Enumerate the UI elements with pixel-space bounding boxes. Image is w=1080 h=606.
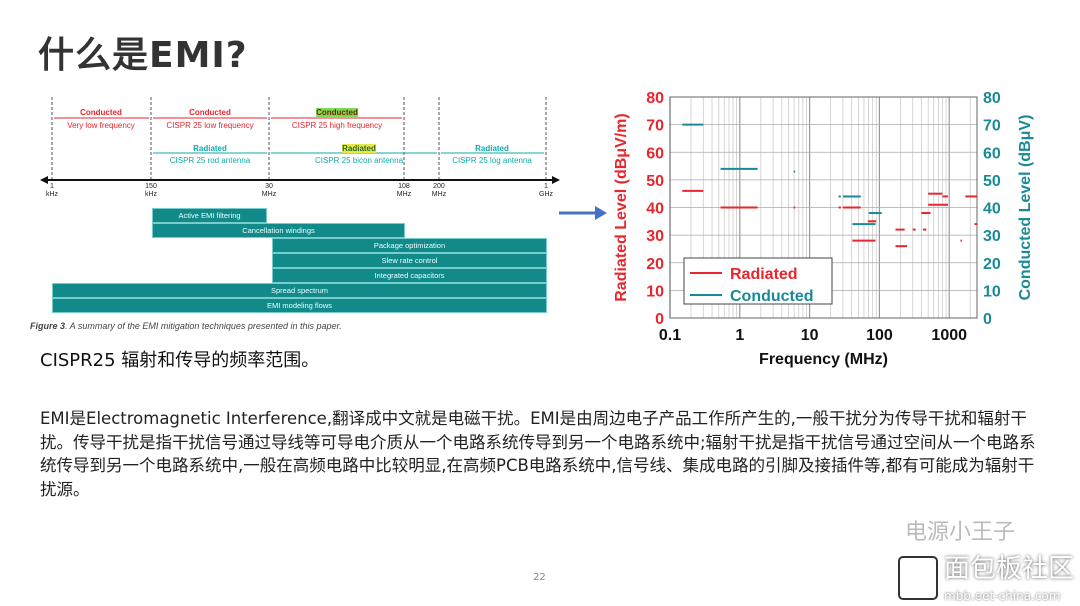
legend-box bbox=[683, 257, 833, 305]
y2-tick-label: 70 bbox=[983, 118, 1001, 135]
tick-unit: MHz bbox=[261, 191, 277, 198]
tick-value: 1 bbox=[50, 183, 54, 190]
watermark-logo bbox=[898, 556, 938, 600]
page-number: 22 bbox=[533, 572, 546, 583]
y-tick-label: 0 bbox=[655, 311, 664, 328]
y-tick-label: 30 bbox=[646, 228, 664, 245]
x-tick-label: 1000 bbox=[931, 327, 967, 344]
body-paragraph: EMI是Electromagnetic Interference,翻译成中文就是… bbox=[40, 409, 1036, 499]
conducted-desc: CISPR 25 low frequency bbox=[166, 121, 254, 130]
watermark-url: mbb.eet-china.com bbox=[944, 589, 1061, 603]
y-tick-label: 20 bbox=[646, 256, 664, 273]
tick-unit: MHz bbox=[431, 191, 447, 198]
plot-frame bbox=[669, 96, 978, 319]
emi-limits-chart: 0 0 10 10 20 20 30 30 40 40 50 50 60 60 70 70 80 80 0.1 1 10… bbox=[613, 90, 1034, 368]
tick-value: 30 bbox=[265, 183, 273, 190]
technique-bar: Slew rate control bbox=[272, 253, 547, 268]
technique-bar: Package optimization bbox=[272, 238, 547, 253]
x-tick-label: 1 bbox=[735, 327, 744, 344]
watermark-author: 电源小王子 bbox=[905, 520, 1016, 545]
watermark-site: 面包板社区 bbox=[944, 554, 1075, 584]
tick-unit: GHz bbox=[539, 191, 553, 198]
y2-tick-label: 50 bbox=[983, 173, 1001, 190]
legend-label: Radiated bbox=[730, 266, 798, 283]
figure-caption: Figure 3. A summary of the EMI mitigatio… bbox=[30, 321, 342, 331]
technique-bar: Active EMI filtering bbox=[152, 208, 267, 223]
tick-value: 108 bbox=[398, 183, 410, 190]
technique-bar: Integrated capacitors bbox=[272, 268, 547, 283]
y2-tick-label: 20 bbox=[983, 256, 1001, 273]
conducted-label: Conducted bbox=[316, 108, 358, 117]
x-tick-label: 100 bbox=[866, 327, 893, 344]
caption-text: . A summary of the EMI mitigation techni… bbox=[65, 321, 342, 331]
tick-unit: kHz bbox=[45, 191, 59, 198]
tick-unit: MHz bbox=[396, 191, 412, 198]
legend-label: Conducted bbox=[730, 288, 814, 305]
y2-tick-label: 30 bbox=[983, 228, 1001, 245]
conducted-desc: Very low frequency bbox=[67, 121, 135, 130]
y-axis-title: Radiated Level (dBμV/m) bbox=[613, 113, 630, 302]
radiated-label: Radiated bbox=[342, 144, 376, 153]
caption-label: Figure 3 bbox=[30, 321, 66, 331]
x-tick-label: 10 bbox=[801, 327, 819, 344]
radiated-label: Radiated bbox=[193, 144, 227, 153]
x-tick-label: 0.1 bbox=[659, 327, 681, 344]
y2-tick-label: 0 bbox=[983, 311, 992, 328]
technique-bar: EMI modeling flows bbox=[52, 298, 547, 313]
y-tick-label: 40 bbox=[646, 201, 664, 218]
y-tick-label: 70 bbox=[646, 118, 664, 135]
y2-tick-label: 60 bbox=[983, 145, 1001, 162]
slide-title: 什么是EMI? bbox=[38, 35, 248, 76]
conducted-label: Conducted bbox=[189, 108, 231, 117]
conducted-label: Conducted bbox=[80, 108, 122, 117]
y-tick-label: 10 bbox=[646, 283, 664, 300]
x-axis-title: Frequency (MHz) bbox=[759, 351, 888, 368]
radiated-desc: CISPR 25 log antenna bbox=[452, 156, 532, 165]
y2-axis-title: Conducted Level (dBμV) bbox=[1017, 115, 1034, 301]
y-tick-label: 50 bbox=[646, 173, 664, 190]
y2-tick-label: 40 bbox=[983, 201, 1001, 218]
technique-bar: Spread spectrum bbox=[52, 283, 547, 298]
tick-value: 1 bbox=[544, 183, 548, 190]
tick-value: 200 bbox=[433, 183, 445, 190]
radiated-desc: CISPR 25 rod antenna bbox=[169, 156, 251, 165]
diagram-lines bbox=[40, 97, 560, 184]
y2-tick-label: 80 bbox=[983, 90, 1001, 107]
y-tick-label: 60 bbox=[646, 145, 664, 162]
y-tick-label: 80 bbox=[646, 90, 664, 107]
subtitle: CISPR25 辐射和传导的频率范围。 bbox=[40, 350, 320, 371]
tick-unit: kHz bbox=[144, 191, 158, 198]
technique-bar: Cancellation windings bbox=[152, 223, 405, 238]
conducted-desc: CISPR 25 high frequency bbox=[291, 121, 383, 130]
radiated-label: Radiated bbox=[475, 144, 509, 153]
y2-tick-label: 10 bbox=[983, 283, 1001, 300]
arrow-right-icon bbox=[559, 206, 607, 220]
radiated-desc: CISPR 25 bicon antenna bbox=[314, 156, 404, 165]
tick-value: 150 bbox=[145, 183, 157, 190]
